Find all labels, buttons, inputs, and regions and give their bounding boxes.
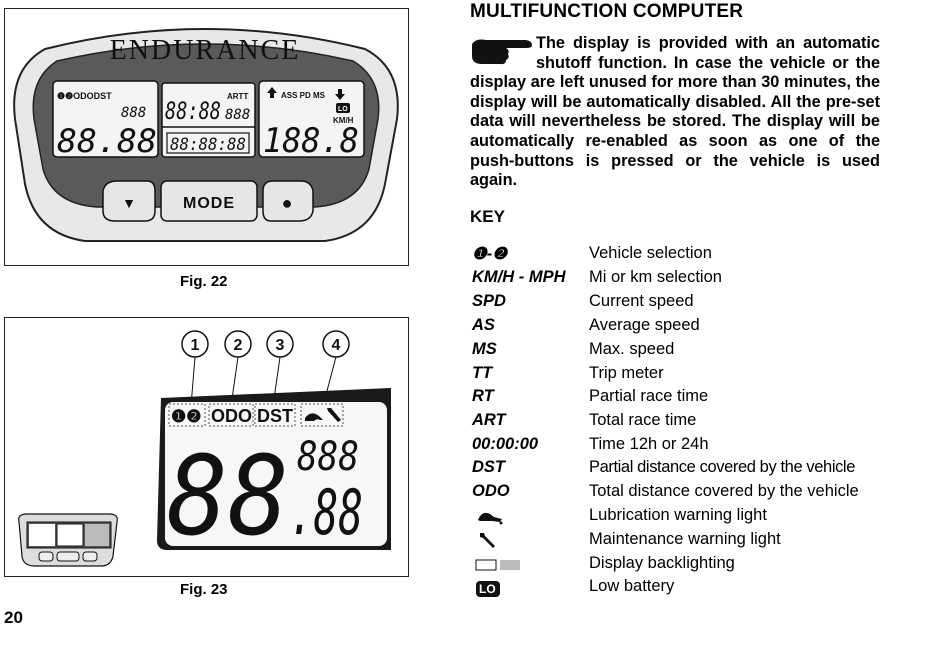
key-row: AS Average speed	[470, 316, 940, 340]
key-row: Lubrication warning light	[470, 506, 940, 530]
odo-label: ODO	[211, 406, 252, 426]
oil-wrench-icons	[305, 408, 341, 422]
svg-text:4: 4	[332, 337, 341, 354]
lcd-mid-label: ARTT	[227, 92, 248, 101]
lcd-right-label: ASS PD MS	[281, 91, 326, 100]
note-text: The display is provided with an automati…	[470, 34, 880, 190]
key-desc: Total race time	[589, 411, 697, 429]
key-symbol: KM/H - MPH	[472, 268, 566, 286]
section-title: MULTIFUNCTION COMPUTER	[470, 1, 744, 22]
lcd-right-big: 188.8	[263, 121, 359, 161]
arrow-up-icon	[267, 87, 277, 98]
lcd-mid-bottom: 88:88:88	[170, 135, 246, 155]
key-symbol: ODO	[472, 482, 510, 500]
lcd-right-unit: KM/H	[333, 116, 354, 125]
down-button-symbol: ▼	[122, 195, 136, 211]
key-row: DST Partial distance covered by the vehi…	[470, 458, 940, 482]
low-battery-icon	[476, 581, 500, 597]
key-row: Maintenance warning light	[470, 530, 940, 554]
svg-text:1: 1	[191, 337, 200, 354]
callout-1: 1	[181, 330, 209, 407]
big-digits: 88	[167, 432, 289, 560]
svg-text:3: 3	[276, 337, 285, 354]
dashboard-thumbnail	[18, 513, 118, 567]
key-desc: Total distance covered by the vehicle	[589, 482, 859, 500]
vehicle-icons: ❶❷	[171, 407, 201, 426]
key-desc: Mi or km selection	[589, 268, 722, 286]
mode-button-label: MODE	[183, 195, 235, 212]
figure-23: 1 2 3 4 ❶❷ ODO DST 888	[4, 317, 409, 577]
lcd-mid-small: 888	[225, 107, 250, 123]
key-desc: Low battery	[589, 577, 675, 595]
key-row: SPD Current speed	[470, 292, 940, 316]
callout-2: 2	[224, 330, 252, 407]
key-symbol: MS	[472, 340, 497, 358]
key-row: RT Partial race time	[470, 387, 940, 411]
key-symbol: DST	[472, 458, 505, 476]
key-symbol: TT	[472, 364, 493, 382]
small-digits: 888	[297, 434, 359, 480]
key-row: TT Trip meter	[470, 364, 940, 388]
key-desc: Lubrication warning light	[589, 506, 767, 524]
key-symbol: AS	[472, 316, 495, 334]
key-row: ART Total race time	[470, 411, 940, 435]
lcd-right-badge: LO	[338, 106, 348, 113]
key-desc: Partial distance covered by the vehicle	[589, 458, 855, 476]
wrench-icon	[480, 533, 495, 548]
key-row: KM/H - MPH Mi or km selection	[470, 268, 940, 292]
key-symbol: 00:00:00	[472, 435, 539, 453]
key-heading: KEY	[470, 207, 505, 226]
key-row: 00:00:00 Time 12h or 24h	[470, 435, 940, 459]
key-desc: Display backlighting	[589, 554, 735, 572]
shutoff-note: The display is provided with an automati…	[470, 34, 880, 191]
key-symbol: SPD	[472, 292, 506, 310]
key-symbol-vehicle: ❶-❷	[472, 245, 508, 263]
svg-text:2: 2	[234, 337, 243, 354]
dashboard-illustration: ENDURANCE ❶❷ODODST 888 88.88 88:88 ARTT …	[13, 28, 399, 242]
lcd-left-small: 888	[121, 105, 146, 121]
key-desc: Average speed	[589, 316, 700, 334]
figure-22-caption: Fig. 22	[180, 273, 228, 290]
dst-label: DST	[257, 406, 293, 426]
oil-can-icon	[478, 512, 503, 525]
key-symbol: RT	[472, 387, 494, 405]
key-row: ODO Total distance covered by the vehicl…	[470, 482, 940, 506]
pointing-hand-icon	[472, 39, 532, 65]
key-desc: Maintenance warning light	[589, 530, 781, 548]
arrow-down-icon	[335, 89, 345, 100]
lcd-mid-top: 88:88	[165, 97, 221, 125]
lcd-left-icons: ❶❷ODODST	[57, 91, 112, 101]
key-row: LO Low battery	[470, 577, 940, 601]
figure-23-caption: Fig. 23	[180, 581, 228, 598]
low-battery-badge: LO	[479, 582, 496, 596]
key-symbol: ART	[472, 411, 506, 429]
key-desc: Partial race time	[589, 387, 709, 405]
key-row: MS Max. speed	[470, 340, 940, 364]
figure-22: ENDURANCE ❶❷ODODST 888 88.88 88:88 ARTT …	[4, 8, 409, 266]
key-desc: Current speed	[589, 292, 694, 310]
lcd-left-big: 88.88	[57, 122, 157, 160]
page-number: 20	[4, 608, 23, 627]
key-desc: Time 12h or 24h	[589, 435, 709, 453]
brand-text: ENDURANCE	[110, 35, 301, 66]
decimal-digits: .88	[289, 476, 363, 549]
backlight-icon	[475, 559, 520, 571]
set-button-symbol: ●	[282, 193, 293, 213]
key-desc: Trip meter	[589, 364, 664, 382]
key-row: Display backlighting	[470, 554, 940, 578]
key-desc: Vehicle selection	[589, 244, 712, 262]
key-row: ❶-❷ Vehicle selection	[470, 244, 940, 268]
callout-4: 4	[322, 330, 350, 407]
key-desc: Max. speed	[589, 340, 675, 358]
lcd-detail-illustration: 1 2 3 4 ❶❷ ODO DST 888	[18, 330, 391, 567]
